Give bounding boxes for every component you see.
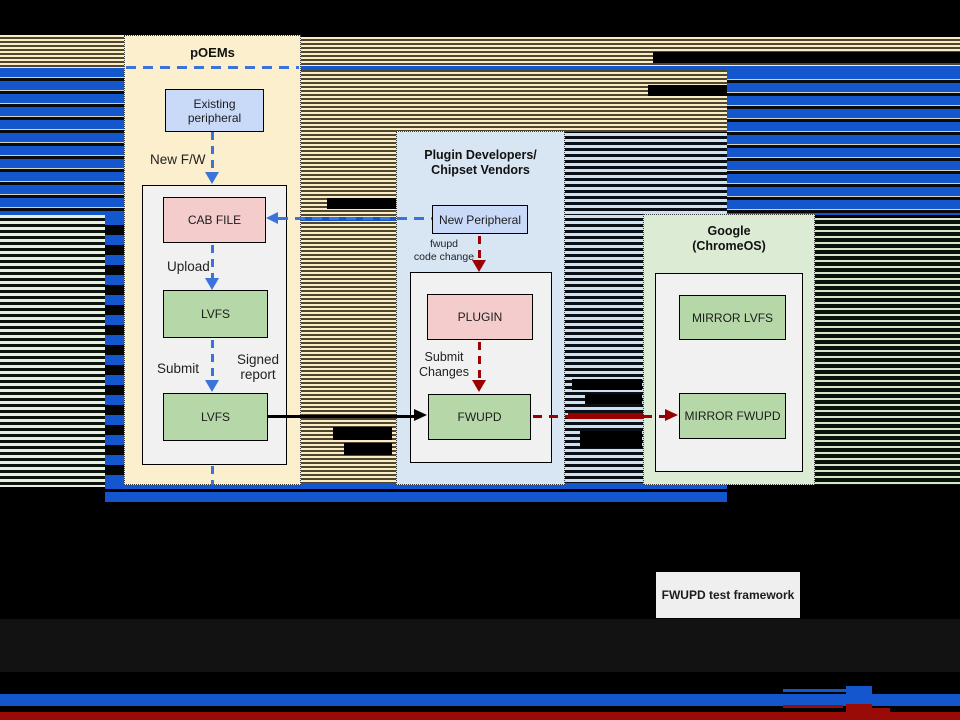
glitch-stripes-tan-mid (301, 68, 727, 132)
glitch-bar (648, 85, 727, 96)
glitch-stripes-green-right (815, 218, 960, 485)
label-fwupd-code-change-line1: fwupd (429, 238, 459, 250)
node-fwupd-test-framework: FWUPD test framework (656, 572, 800, 618)
label-fwupd-code-change: fwupd code change (408, 238, 480, 263)
arrow-cab-to-lvfs-head-icon (205, 278, 219, 290)
label-signed-report-line1: Signed (236, 352, 280, 367)
glitch-bar (344, 443, 392, 455)
arrow-fwupd-to-mirror-glitch-solid (568, 413, 643, 419)
node-new-peripheral: New Peripheral (432, 205, 528, 234)
arrow-lvfs-to-lvfs-line (211, 340, 214, 380)
arrow-newperipheral-to-plugin-head-icon (472, 260, 486, 272)
arrow-existing-to-cab-head-icon (205, 172, 219, 184)
group-google-title-line2: (ChromeOS) (692, 239, 766, 253)
legend-red-tab (872, 708, 890, 713)
poems-divider-dashed-line (126, 66, 299, 69)
group-poems-title: pOEMs (190, 45, 235, 60)
arrow-cab-to-lvfs-line (211, 245, 214, 278)
arrow-lvfs-to-fwupd-line (268, 415, 416, 418)
label-fwupd-code-change-line2: code change (413, 250, 475, 263)
legend-red-swatch (846, 704, 872, 717)
arrow-fwupd-to-mirror-line-left (533, 415, 568, 418)
arrow-fwupd-to-mirror-head-icon (665, 409, 678, 421)
glitch-bar (585, 394, 642, 404)
glitch-red-band-bottom (0, 712, 960, 720)
glitch-bar (653, 52, 960, 63)
glitch-bar (327, 198, 396, 209)
arrow-plugin-to-fwupd-head-icon (472, 380, 486, 392)
glitch-stripes-tan-column (301, 132, 396, 485)
node-lvfs-upload: LVFS (163, 290, 268, 338)
node-existing-peripheral: Existing peripheral (165, 89, 264, 132)
glitch-blue-line-top (301, 66, 960, 70)
label-upload: Upload (167, 259, 210, 274)
arrow-lvfs-to-fwupd-head-icon (414, 409, 427, 421)
legend-blue-swatch (846, 686, 872, 705)
label-new-fw: New F/W (150, 152, 206, 167)
glitch-bar (333, 427, 392, 440)
glitch-blue-underband-1 (105, 483, 727, 489)
glitch-dark-band (0, 619, 960, 672)
arrow-poems-exit-line (211, 466, 214, 485)
glitch-stripes-tan-top-left (0, 35, 124, 68)
glitch-stripes-greenwhite-left (0, 215, 105, 487)
legend-blue-line (783, 689, 847, 692)
label-submit-changes-line2: Changes (418, 365, 470, 379)
arrow-existing-to-cab-line (211, 132, 214, 172)
label-submit: Submit (157, 361, 200, 376)
glitch-bar (580, 431, 642, 448)
group-google-title-line1: Google (707, 224, 751, 238)
group-plugin-title-line2: Chipset Vendors (431, 163, 530, 177)
group-google-title: Google (ChromeOS) (643, 224, 815, 254)
node-mirror-fwupd: MIRROR FWUPD (679, 393, 786, 439)
node-lvfs-submit: LVFS (163, 393, 268, 441)
legend-red-line (783, 705, 843, 708)
glitch-stripes-lightblue-mid (565, 133, 727, 215)
arrow-newperipheral-to-cab-head-icon (266, 212, 278, 224)
group-plugin-title: Plugin Developers/ Chipset Vendors (396, 148, 565, 178)
node-cab-file: CAB FILE (163, 197, 266, 243)
node-plugin: PLUGIN (427, 294, 533, 340)
label-submit-changes: Submit Changes (413, 350, 475, 380)
group-plugin-title-line1: Plugin Developers/ (424, 148, 537, 162)
arrow-plugin-to-fwupd-line (478, 342, 481, 380)
glitch-blue-band-bottom (0, 694, 960, 706)
arrow-lvfs-to-lvfs-head-icon (205, 380, 219, 392)
glitch-bar (572, 379, 642, 390)
arrow-newperipheral-to-plugin-line (478, 236, 481, 262)
arrow-fwupd-to-mirror-line-right (643, 415, 665, 418)
label-signed-report-line2: report (240, 367, 276, 382)
glitch-blue-dash-column (105, 215, 124, 490)
glitch-stripes-blue-right (727, 70, 960, 215)
node-fwupd: FWUPD (428, 394, 531, 440)
label-signed-report: Signed report (228, 352, 288, 382)
glitch-stripes-blue-left (0, 68, 124, 215)
glitch-blue-underband-2 (105, 492, 727, 502)
node-mirror-lvfs: MIRROR LVFS (679, 295, 786, 340)
arrow-newperipheral-to-cab-line (278, 217, 432, 220)
label-submit-changes-line1: Submit (424, 350, 464, 364)
